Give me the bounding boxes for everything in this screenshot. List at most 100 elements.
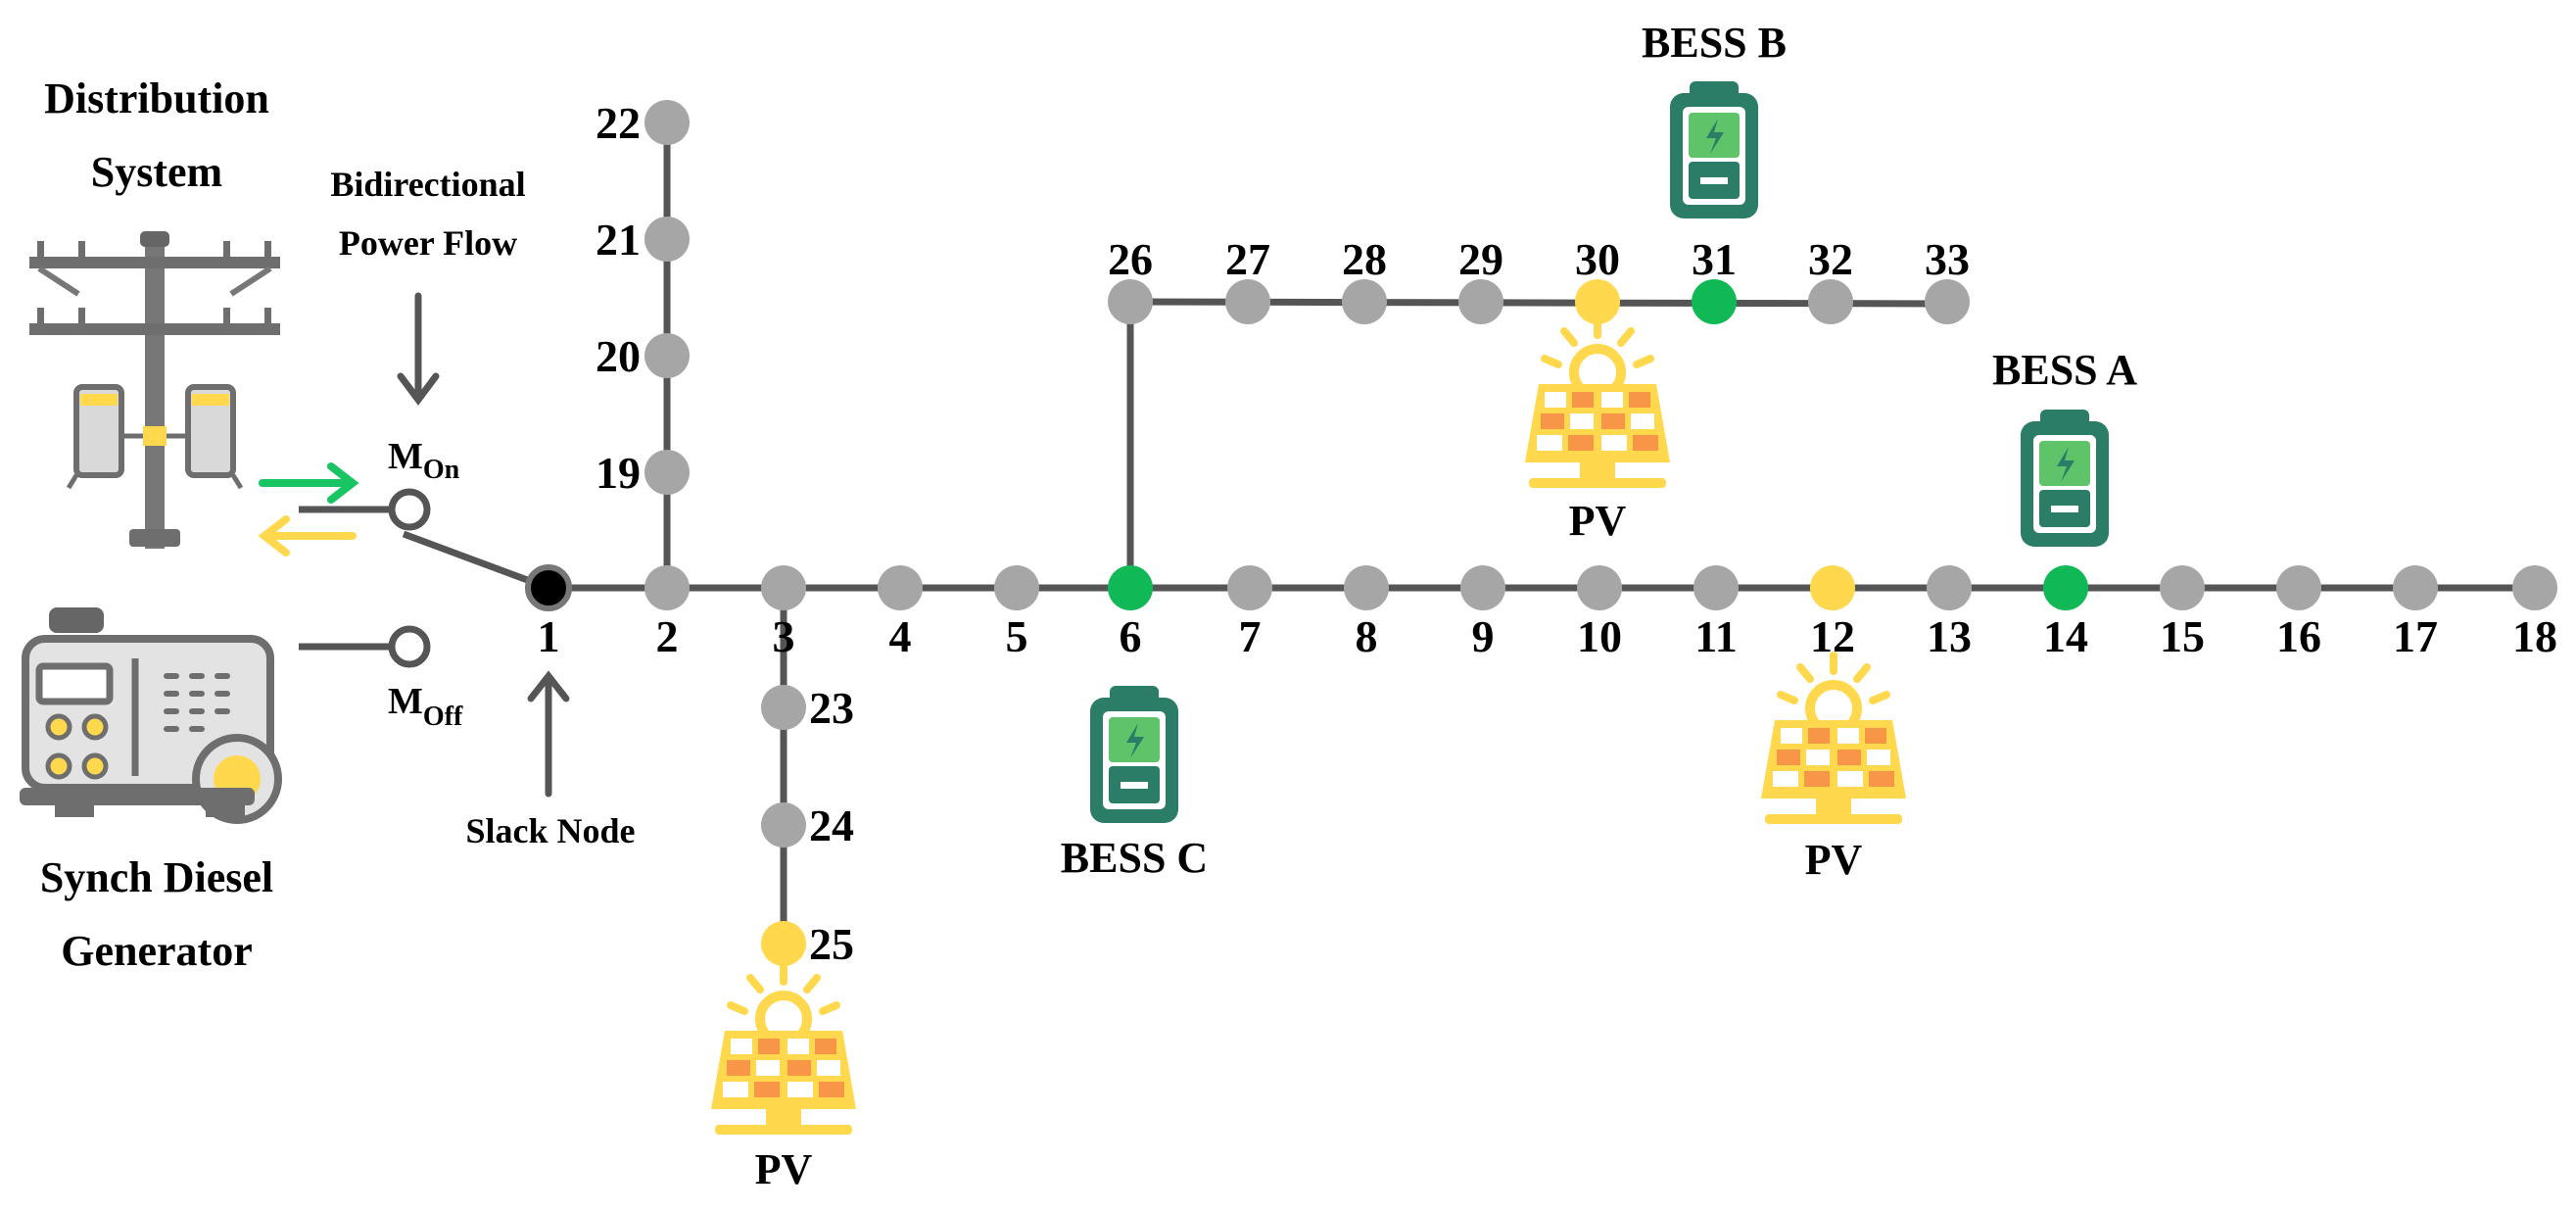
power-flow-arrow-green [259,462,359,504]
distribution-label-line-2: System [91,148,222,196]
bus-node-20 [644,333,690,378]
bidirectional-label-line-2: Power Flow [339,223,517,263]
bus-node-label-11: 11 [1694,611,1737,661]
bus-node-6 [1108,565,1153,610]
transmission-tower-icon [29,231,280,549]
solar-panel-icon [711,966,856,1135]
generator-label-line-1: Synch Diesel [40,853,273,901]
bus-node-label-8: 8 [1356,611,1378,661]
bus-node-14 [2043,565,2088,610]
bus-node-label-22: 22 [596,98,641,148]
bus-node-15 [2160,565,2205,610]
bus-node-1 [525,564,572,611]
bus-node-label-4: 4 [889,611,912,661]
bus-node-label-18: 18 [2512,611,2557,661]
generator-label-line-2: Generator [61,927,252,975]
solar-panel-icon [1525,319,1670,488]
bus-node-23 [761,685,806,730]
bus-node-5 [994,565,1039,610]
bus-node-21 [644,217,690,262]
bus-node-30 [1575,279,1620,324]
bus-node-label-9: 9 [1472,611,1495,661]
bus-node-label-33: 33 [1925,234,1970,284]
bus-node-label-10: 10 [1577,611,1622,661]
bus-node-32 [1808,279,1853,324]
distribution-label-line-1: Distribution [44,74,269,122]
bus-node-9 [1460,565,1505,610]
bus-node-label-32: 32 [1808,234,1853,284]
m-off-contact [388,625,431,668]
bus-node-27 [1225,279,1270,324]
bus-node-label-2: 2 [656,611,679,661]
diesel-generator-icon [20,607,282,824]
bus-node-label-7: 7 [1239,611,1262,661]
bus-node-label-15: 15 [2160,611,2205,661]
bus-node-label-25: 25 [809,919,854,969]
bus-node-label-26: 26 [1108,234,1153,284]
bus-node-label-31: 31 [1692,234,1737,284]
nodes [525,100,2557,966]
battery-icon [1670,81,1758,218]
pv-label-node-12: PV [1805,836,1863,884]
bus-node-label-28: 28 [1342,234,1387,284]
bess-a-label: BESS A [1992,346,2137,394]
slack-node-label: Slack Node [465,811,635,850]
bess-b-label: BESS B [1642,19,1787,67]
bus-node-label-30: 30 [1575,234,1620,284]
bus-node-label-20: 20 [596,331,641,381]
m-on-subscript: On [423,455,460,485]
slack-arrow [527,670,570,798]
bus-node-16 [2276,565,2321,610]
bus-node-label-16: 16 [2276,611,2321,661]
bidirectional-label-line-1: Bidirectional [330,165,525,204]
bus-node-17 [2393,565,2438,610]
bus-node-29 [1458,279,1503,324]
bus-node-label-21: 21 [596,215,641,265]
switch-blade [402,530,550,592]
bidirectional-arrow [397,292,440,406]
bus-node-12 [1810,565,1855,610]
bus-node-24 [761,802,806,848]
bus-node-label-3: 3 [773,611,795,661]
bus-node-26 [1108,279,1153,324]
bus-node-7 [1227,565,1272,610]
bus-node-3 [761,565,806,610]
bus-node-33 [1925,279,1970,324]
bus-node-13 [1927,565,1972,610]
m-on-contact [388,488,431,531]
bus-node-25 [761,921,806,966]
m-off-subscript: Off [423,702,463,732]
bus-node-label-14: 14 [2043,611,2088,661]
bus-node-10 [1577,565,1622,610]
bus-node-18 [2512,565,2557,610]
bus-node-label-17: 17 [2393,611,2438,661]
bus-node-label-5: 5 [1006,611,1028,661]
bus-node-2 [644,565,690,610]
bus-node-label-23: 23 [809,683,854,733]
pv-label-node-30: PV [1569,497,1627,545]
battery-icon [2021,410,2109,547]
solar-panel-icon [1761,655,1906,824]
bus-node-label-6: 6 [1120,611,1142,661]
power-flow-arrow-yellow [258,515,357,557]
battery-icon [1090,686,1178,823]
bus-node-28 [1342,279,1387,324]
bus-node-label-13: 13 [1927,611,1972,661]
bus-node-label-19: 19 [596,448,641,498]
m-off-label: MOff [388,681,463,732]
bus-node-label-27: 27 [1225,234,1270,284]
bus-node-19 [644,450,690,495]
bus-node-4 [878,565,923,610]
bus-node-label-24: 24 [809,800,854,850]
bess-c-label: BESS C [1061,834,1208,882]
bus-node-label-29: 29 [1458,234,1503,284]
m-on-label: MOn [388,436,460,485]
pv-label-node-25: PV [755,1145,813,1193]
bus-node-22 [644,100,690,145]
bus-node-11 [1693,565,1739,610]
bus-node-label-1: 1 [538,611,560,661]
bus-node-8 [1344,565,1389,610]
